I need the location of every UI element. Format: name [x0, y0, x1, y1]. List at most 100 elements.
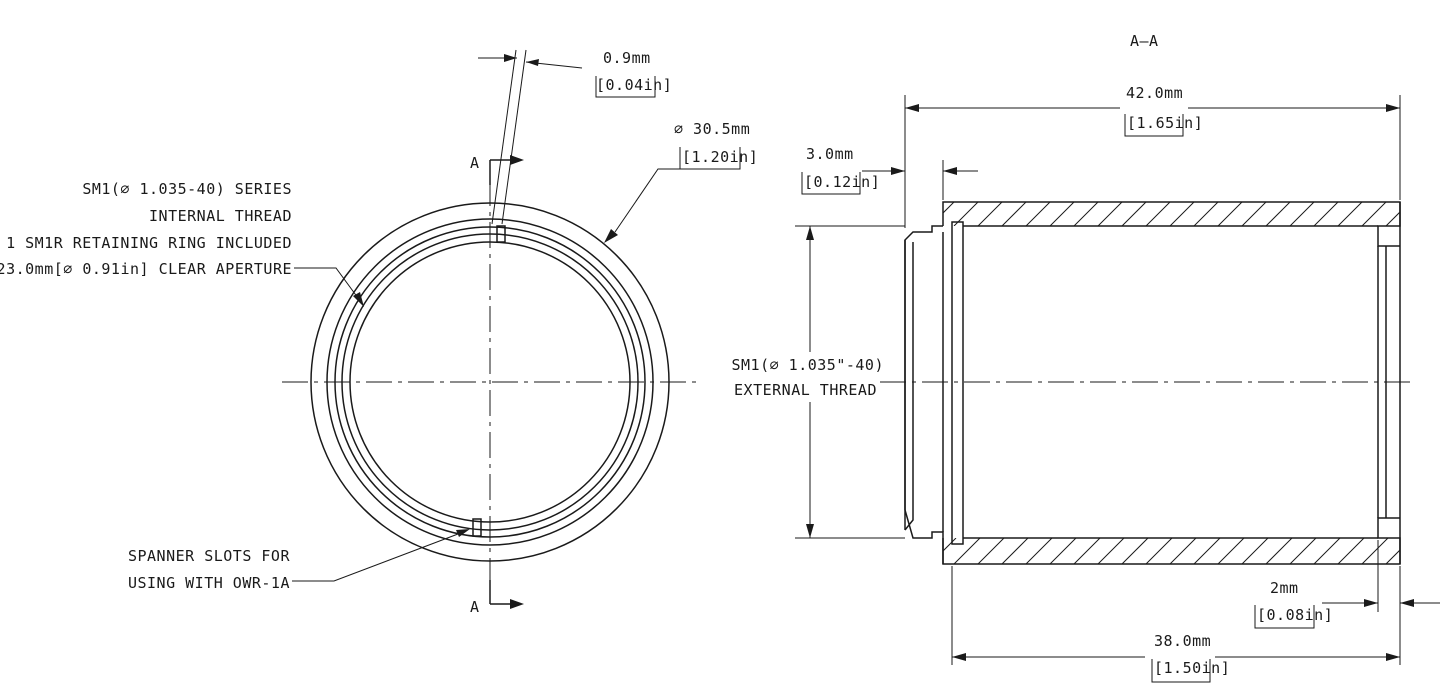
hatch-line: [1025, 202, 1051, 226]
hatch-line: [1337, 202, 1363, 226]
hatch-line: [1410, 538, 1436, 564]
hatch-line: [1217, 202, 1243, 226]
dim-body-in: [1.50in]: [1154, 659, 1230, 677]
hatch-line: [1193, 202, 1219, 226]
thread-minor-circle: [334, 226, 646, 538]
internal-thread-line-3: 1 SM1R RETAINING RING INCLUDED: [6, 234, 292, 252]
hatch-line: [1145, 538, 1173, 564]
hatch-line: [1121, 538, 1149, 564]
hatch-line: [943, 202, 955, 214]
hatch-line: [1121, 202, 1147, 226]
hatch-line: [1073, 538, 1101, 564]
thread-nose-bottom: [904, 509, 944, 564]
dim-body-mm: 38.0mm: [1154, 632, 1211, 650]
section-title: A—A: [1130, 32, 1159, 50]
spanner-slot-arrow: [456, 529, 470, 537]
front-view: 0.9mm [0.04in] ∅ 30.5mm [1.20in] A A SM1…: [0, 49, 758, 616]
slot-arrow-left: [504, 54, 517, 62]
dim-slot-mm: 0.9mm: [603, 49, 651, 67]
dim-body-arrow-left: [952, 653, 966, 661]
spanner-slot-leader: [292, 533, 459, 582]
hatch-line: [1001, 538, 1029, 564]
slot-extension-line-right: [501, 49, 527, 225]
internal-thread-arrow: [353, 292, 364, 307]
hatch-line: [1313, 202, 1339, 226]
hatch-line: [1193, 538, 1221, 564]
outer-diameter-circle: [310, 202, 670, 562]
section-arrow-top-head: [510, 155, 524, 165]
hatch-line: [1025, 538, 1053, 564]
hatch-line: [1073, 202, 1099, 226]
hatch-line: [1313, 538, 1341, 564]
dim-od-mm: ∅ 30.5mm: [674, 120, 750, 138]
spanner-slot-top: [496, 225, 506, 243]
clear-aperture-circle: [349, 241, 631, 523]
spanner-slot-bottom: [472, 518, 482, 537]
dim-overall-mm: 42.0mm: [1126, 84, 1183, 102]
hatch-line: [1361, 202, 1387, 226]
dim-end-mm: 2mm: [1270, 579, 1299, 597]
dim-thread-arrow-top: [806, 226, 814, 240]
hatch-line: [1097, 202, 1123, 226]
hatch-line: [1169, 538, 1197, 564]
thread-nose-top: [904, 225, 943, 510]
hatch-line: [1289, 538, 1317, 564]
internal-thread-line-2: INTERNAL THREAD: [149, 207, 292, 225]
internal-thread-line-4: ∅ 23.0mm[∅ 0.91in] CLEAR APERTURE: [0, 260, 292, 278]
od-leader-line: [614, 168, 740, 233]
dim-slot-in: [0.04in]: [596, 76, 672, 94]
od-leader-arrow: [604, 229, 618, 243]
slot-extension-line-left: [491, 49, 517, 225]
dim-end-in-bracket: [1254, 605, 1315, 629]
retaining-ring-outer-circle: [341, 233, 639, 531]
spanner-slot-line-1: SPANNER SLOTS FOR: [128, 547, 290, 565]
dim-slot-in-bracket: [595, 76, 656, 98]
hatch-line: [953, 538, 981, 564]
dim-body-arrow-right: [1386, 653, 1400, 661]
external-thread-line-1: SM1(∅ 1.035"-40): [732, 356, 885, 374]
dim-step-arrow-left: [891, 167, 905, 175]
dim-overall-arrow-right: [1386, 104, 1400, 112]
bottom-wall-hatch: [943, 538, 1436, 564]
thread-major-circle: [326, 218, 654, 546]
hatch-line: [1169, 202, 1195, 226]
dim-overall-arrow-left: [905, 104, 919, 112]
dim-overall-in-bracket: [1124, 114, 1184, 137]
hatch-line: [977, 202, 1003, 226]
hatch-line: [1049, 538, 1077, 564]
hatch-line: [1385, 549, 1400, 564]
thread-root-line: [904, 242, 914, 531]
dim-end-arrow-left: [1364, 599, 1378, 607]
section-view: A—A 42.0mm [1.65in: [732, 32, 1440, 683]
slot-arrow-right: [526, 59, 539, 66]
section-arrow-bottom-head: [510, 599, 524, 609]
dim-step-in: [0.12in]: [804, 173, 880, 191]
dim-body-in-bracket: [1151, 659, 1211, 683]
hatch-line: [1097, 538, 1125, 564]
hatch-line: [1361, 538, 1389, 564]
hatch-line: [1410, 202, 1434, 226]
hatch-line: [1217, 538, 1245, 564]
external-thread-line-2: EXTERNAL THREAD: [734, 381, 877, 399]
hatch-line: [1001, 202, 1027, 226]
dim-overall-in: [1.65in]: [1127, 114, 1203, 132]
dim-end-in: [0.08in]: [1257, 606, 1333, 624]
hatch-line: [1289, 202, 1315, 226]
hatch-line: [1385, 211, 1400, 226]
section-marker-a-top: A: [470, 154, 480, 172]
hatch-line: [1337, 538, 1365, 564]
hatch-line: [1241, 538, 1269, 564]
hatch-line: [1049, 202, 1075, 226]
hatch-line: [977, 538, 1005, 564]
body-outline-bottom: [942, 517, 1401, 565]
internal-thread-leader: [294, 267, 359, 299]
hatch-line: [1145, 202, 1171, 226]
dim-step-in-bracket: [801, 172, 861, 195]
dim-thread-arrow-bottom: [806, 524, 814, 538]
retaining-ring: [951, 221, 964, 545]
spanner-slot-line-2: USING WITH OWR-1A: [128, 574, 290, 592]
top-wall-hatch: [943, 202, 1434, 226]
dim-step-mm: 3.0mm: [806, 145, 854, 163]
dim-od-in: [1.20in]: [682, 148, 758, 166]
